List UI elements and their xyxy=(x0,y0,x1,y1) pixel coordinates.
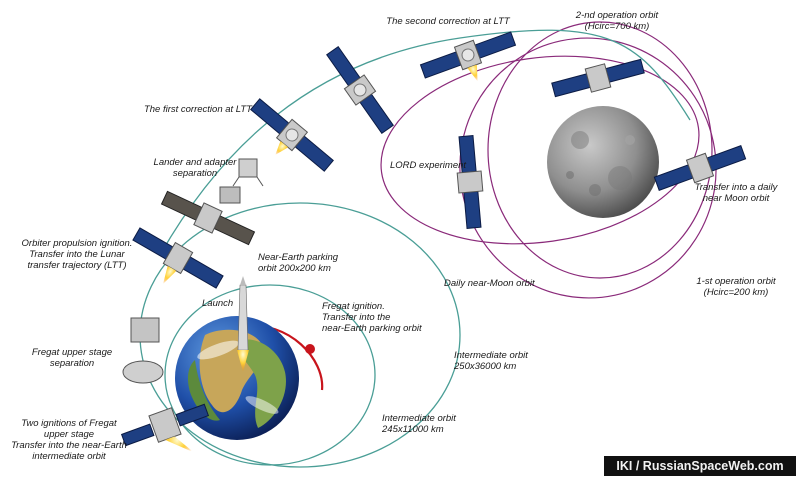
label-orbiter-ignition: Orbiter propulsion ignition. Transfer in… xyxy=(21,238,133,271)
label-daily-moon-orbit: Daily near-Moon orbit xyxy=(444,278,535,289)
moon xyxy=(547,106,659,218)
label-lander-separation: Lander and adapter separation xyxy=(153,157,237,179)
label-intermediate-orbit-11000: Intermediate orbit 245x11000 km xyxy=(382,413,456,435)
operation-orbit-2 xyxy=(487,21,713,279)
label-first-correction: The first correction at LTT xyxy=(143,104,252,115)
fregat-ignition-point xyxy=(305,344,315,354)
label-intermediate-orbit-36000: Intermediate orbit 250x36000 km xyxy=(454,350,528,372)
label-lord-experiment: LORD experiment xyxy=(390,160,467,171)
label-fregat-ignition: Fregat ignition. Transfer into the near-… xyxy=(322,301,422,334)
launch-rocket xyxy=(237,276,249,372)
label-two-ignitions: Two ignitions of Fregat upper stage Tran… xyxy=(11,418,127,462)
label-operation-orbit-1: 1-st operation orbit (Hcirc=200 km) xyxy=(696,276,776,298)
spacecraft-markers xyxy=(120,31,747,453)
label-fregat-separation: Fregat upper stage separation xyxy=(31,347,113,369)
label-second-correction: The second correction at LTT xyxy=(386,16,510,27)
moon-orbits xyxy=(380,21,717,299)
operation-orbit-1 xyxy=(459,37,717,299)
label-launch: Launch xyxy=(202,298,234,309)
lunar-transfer-trajectory xyxy=(159,29,691,256)
label-transfer-daily-orbit: Transfer into a daily near Moon orbit xyxy=(694,182,778,204)
intermediate-orbit-11000 xyxy=(164,284,376,466)
daily-moon-orbit xyxy=(380,55,700,245)
label-parking-orbit: Near-Earth parking orbit 200x200 km xyxy=(258,252,339,274)
credit-banner: IKI / RussianSpaceWeb.com xyxy=(604,456,796,476)
label-operation-orbit-2: 2-nd operation orbit (Hcirc=700 km) xyxy=(575,10,659,32)
